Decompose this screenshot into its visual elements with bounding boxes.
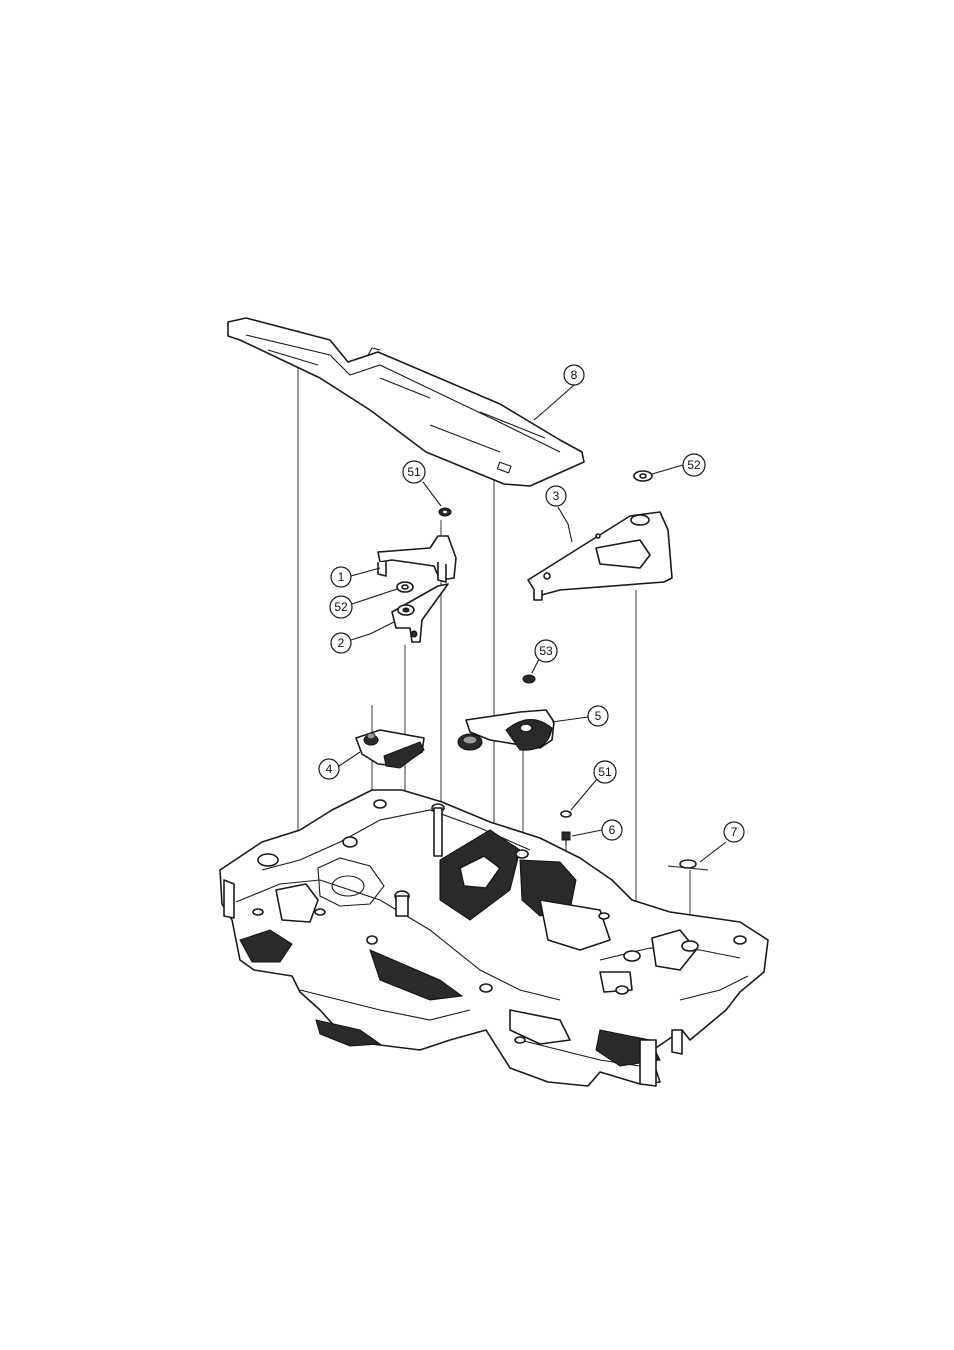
callout-3: 3 bbox=[546, 486, 572, 542]
callout-51-top-label: 51 bbox=[407, 465, 421, 479]
nut-53 bbox=[523, 675, 535, 683]
callout-5: 5 bbox=[552, 706, 608, 726]
spring-part-7 bbox=[668, 860, 708, 870]
callout-2-label: 2 bbox=[338, 636, 345, 650]
washer-51-top bbox=[439, 508, 451, 516]
callout-6: 6 bbox=[572, 820, 622, 840]
gear-arm-part-5 bbox=[458, 710, 554, 750]
callout-6-label: 6 bbox=[609, 823, 616, 837]
washer-52-right bbox=[634, 471, 652, 481]
callout-4-label: 4 bbox=[326, 762, 333, 776]
callout-52-left: 52 bbox=[330, 589, 397, 618]
screw-part-6 bbox=[562, 832, 570, 846]
callout-53: 53 bbox=[532, 640, 557, 673]
main-chassis bbox=[220, 790, 768, 1086]
lever-part-2 bbox=[392, 584, 448, 642]
bracket-arm-part-1 bbox=[378, 536, 456, 582]
callout-51-lower: 51 bbox=[571, 761, 616, 810]
callout-5-label: 5 bbox=[595, 709, 602, 723]
callout-1-label: 1 bbox=[338, 570, 345, 584]
sector-gear-part-4 bbox=[356, 730, 424, 768]
callout-1: 1 bbox=[331, 567, 380, 587]
callout-51-top: 51 bbox=[403, 461, 441, 506]
washer-51-lower bbox=[561, 811, 571, 817]
washer-52-left bbox=[397, 582, 413, 592]
slider-plate-part-8 bbox=[228, 318, 584, 486]
callout-52-left-label: 52 bbox=[334, 600, 348, 614]
triangular-plate-part-3 bbox=[528, 512, 672, 600]
callout-4: 4 bbox=[319, 752, 360, 779]
callout-3-label: 3 bbox=[553, 489, 560, 503]
callout-7: 7 bbox=[700, 822, 744, 862]
callout-53-label: 53 bbox=[539, 644, 553, 658]
callout-8: 8 bbox=[534, 365, 584, 420]
callout-52-right-label: 52 bbox=[687, 458, 701, 472]
callout-8-label: 8 bbox=[571, 368, 578, 382]
callout-52-right: 52 bbox=[652, 454, 705, 476]
callout-7-label: 7 bbox=[731, 825, 738, 839]
callout-51-lower-label: 51 bbox=[598, 765, 612, 779]
callout-2: 2 bbox=[331, 622, 394, 653]
